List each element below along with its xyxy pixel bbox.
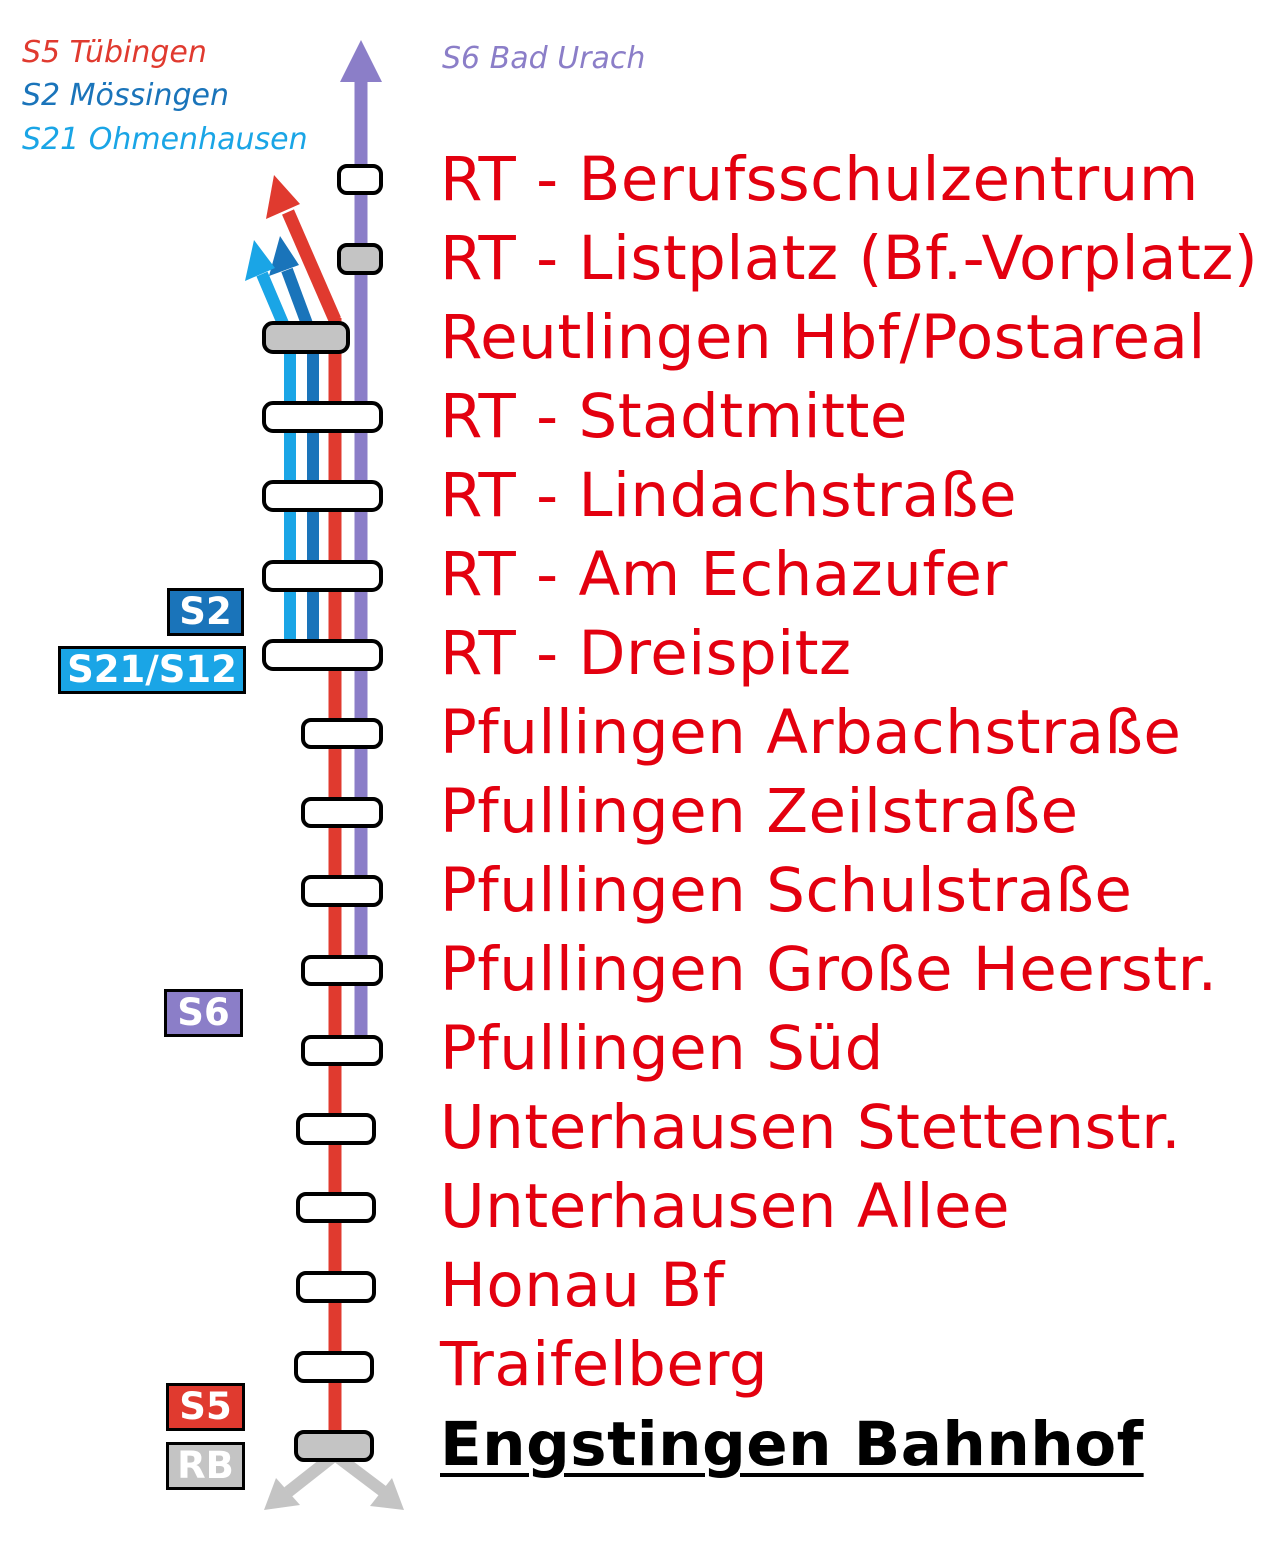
station-name: Unterhausen Allee <box>440 1171 1011 1242</box>
station-name: RT - Dreispitz <box>440 618 852 689</box>
station-name: RT - Am Echazufer <box>440 539 1008 610</box>
station-name: Pfullingen Arbachstraße <box>440 697 1182 768</box>
line-badge-s6: S6 <box>164 989 243 1037</box>
stop-marker <box>337 243 383 275</box>
station-name: Traifelberg <box>440 1329 769 1400</box>
stop-marker <box>301 875 383 907</box>
stop-marker <box>262 639 383 671</box>
stop-marker <box>262 401 383 433</box>
station-name: Pfullingen Schulstraße <box>440 855 1133 926</box>
station-name: RT - Lindachstraße <box>440 460 1018 531</box>
stop-marker <box>301 955 383 986</box>
s6-arrow-up-icon <box>340 40 382 82</box>
station-name: RT - Berufsschulzentrum <box>440 144 1199 215</box>
station-name: Honau Bf <box>440 1250 725 1321</box>
station-name: RT - Listplatz (Bf.-Vorplatz) <box>440 223 1259 294</box>
rb-arrow-right-icon <box>370 1478 404 1510</box>
s2-arrow-icon <box>269 236 299 276</box>
stop-marker <box>301 718 383 749</box>
line-badge-s5: S5 <box>166 1383 245 1431</box>
stop-marker <box>296 1113 376 1145</box>
stop-marker <box>262 321 350 354</box>
stop-marker <box>262 480 383 512</box>
stop-marker <box>262 560 383 592</box>
dest-label-s2: S2 Mössingen <box>22 78 230 113</box>
station-name: Pfullingen Große Heerstr. <box>440 934 1218 1005</box>
line-badge-rb: RB <box>166 1442 245 1490</box>
stop-marker <box>296 1192 376 1223</box>
stop-marker <box>337 164 383 195</box>
dest-label-s6: S6 Bad Urach <box>442 41 646 76</box>
station-name: Reutlingen Hbf/Postareal <box>440 302 1206 373</box>
station-name: Pfullingen Zeilstraße <box>440 776 1079 847</box>
stop-markers <box>262 164 383 1462</box>
line-badge-s2: S2 <box>167 588 244 636</box>
rb-arrow-left-icon <box>264 1478 300 1510</box>
s5-arrow-icon <box>266 175 300 219</box>
stop-marker <box>296 1271 376 1303</box>
stop-marker <box>301 797 383 828</box>
s21-arrow-icon <box>245 240 275 281</box>
dest-label-s5: S5 Tübingen <box>22 35 207 70</box>
rb-line <box>264 1450 404 1510</box>
stop-marker <box>294 1351 374 1383</box>
station-name: RT - Stadtmitte <box>440 381 908 452</box>
stop-marker <box>301 1035 383 1066</box>
dest-label-s21: S21 Ohmenhausen <box>22 122 308 157</box>
station-name: Unterhausen Stettenstr. <box>440 1092 1182 1163</box>
stop-marker <box>294 1430 374 1462</box>
station-name: Pfullingen Süd <box>440 1013 884 1084</box>
terminus-station-name: Engstingen Bahnhof <box>440 1409 1144 1480</box>
line-badge-s21-s12: S21/S12 <box>58 646 246 694</box>
